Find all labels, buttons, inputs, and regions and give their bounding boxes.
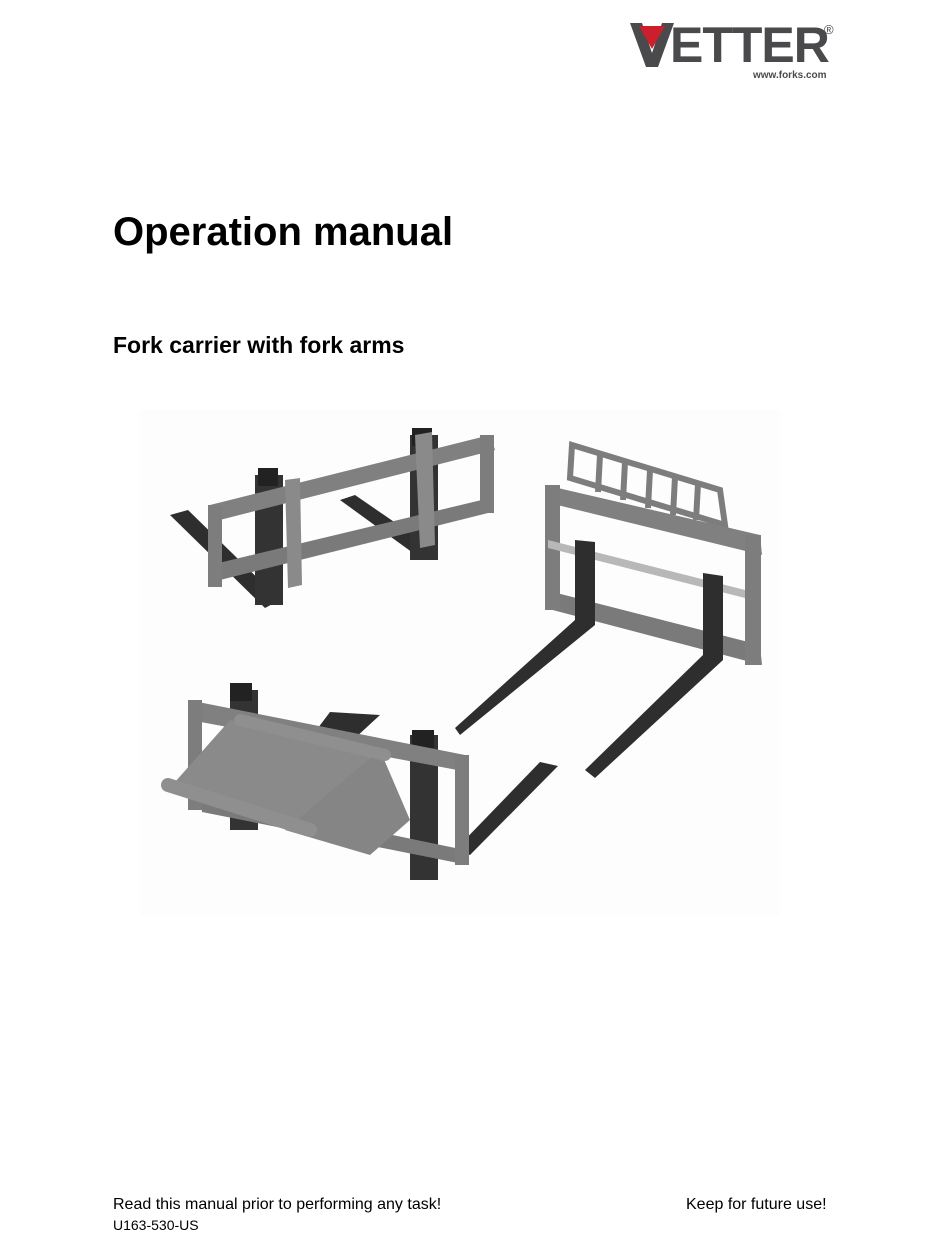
document-code: U163-530-US (113, 1217, 199, 1233)
page-subtitle: Fork carrier with fork arms (113, 332, 405, 358)
fork-carrier-with-guard-right (455, 441, 762, 778)
registered-mark: ® (824, 22, 834, 37)
page-title: Operation manual (113, 210, 454, 254)
fork-carrier-top-left (170, 428, 495, 608)
vetter-logo: ETTER ® www.forks.com (630, 20, 840, 84)
read-manual-notice: Read this manual prior to performing any… (113, 1196, 442, 1213)
keep-for-future-notice: Keep for future use! (686, 1196, 827, 1213)
logo-website: www.forks.com (753, 70, 827, 81)
logo-wordmark: ETTER (670, 17, 830, 73)
fork-carrier-with-coupler-bottom (161, 683, 558, 880)
logo-v-mark-icon (630, 23, 674, 67)
product-illustration (140, 410, 780, 915)
